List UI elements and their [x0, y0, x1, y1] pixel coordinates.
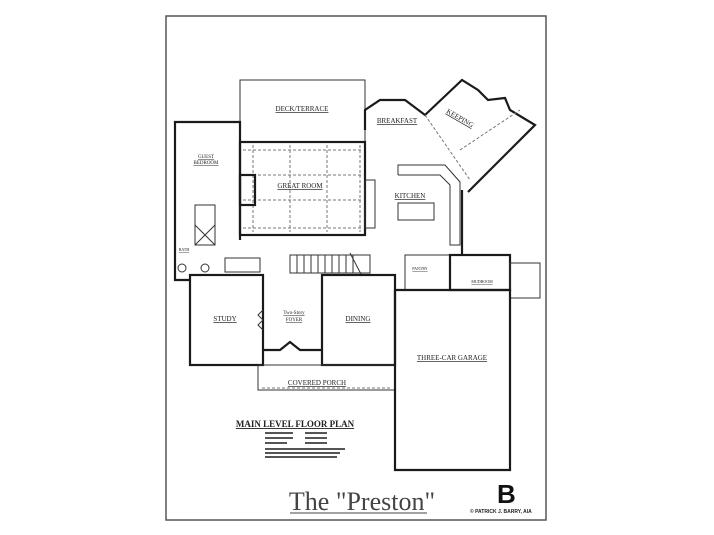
label-great-room: GREAT ROOM	[277, 182, 323, 190]
breakfast-keeping-walls	[363, 78, 537, 193]
label-foyer-2: FOYER	[286, 318, 303, 323]
foyer-walls	[263, 340, 322, 352]
mudroom-walls	[448, 253, 512, 292]
plan-name: The "Preston"	[289, 487, 435, 516]
label-deck: DECK/TERRACE	[276, 105, 329, 113]
sheet-border	[165, 15, 547, 521]
pantry	[404, 254, 451, 291]
garage-walls	[393, 288, 512, 472]
copyright: © PATRICK J. BARRY, AIA	[470, 508, 532, 515]
staircase	[289, 252, 371, 277]
architect-logo: B	[497, 479, 516, 509]
label-bedroom: BEDROOM	[193, 161, 219, 166]
label-dining: DINING	[346, 315, 371, 323]
label-bath: BATH	[179, 247, 190, 252]
label-guest: GUEST	[198, 155, 214, 160]
label-garage: THREE-CAR GARAGE	[417, 354, 487, 362]
area-notes	[265, 432, 345, 458]
label-porch: COVERED PORCH	[288, 379, 346, 387]
kitchen-island	[397, 202, 435, 221]
guest-bedroom-walls	[173, 120, 242, 282]
label-keeping: KEEPING	[445, 107, 475, 129]
kitchen-counter	[397, 164, 461, 246]
label-foyer-1: Two-Story	[283, 311, 305, 316]
closet	[194, 204, 216, 246]
label-pantry: PANTRY	[412, 266, 428, 271]
label-breakfast: BREAKFAST	[377, 117, 418, 125]
label-mudroom: MUDROOM	[471, 279, 493, 284]
label-kitchen: KITCHEN	[395, 192, 426, 200]
plan-title: MAIN LEVEL FLOOR PLAN	[236, 419, 355, 429]
label-study: STUDY	[213, 315, 236, 323]
